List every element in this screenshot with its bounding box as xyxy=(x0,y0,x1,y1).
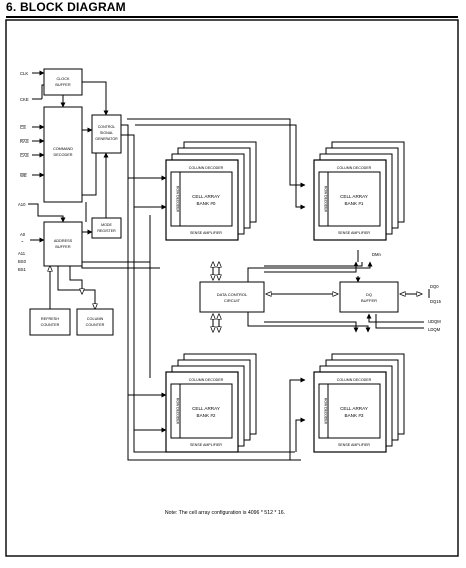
banks-layer: COLUMN DECODER SENSE AMPLIFIER ROW DECODER… xyxy=(165,141,405,453)
bank-1-sense-amplifier-label: SENSE AMPLIFIER xyxy=(338,231,370,235)
bank-0-array-box xyxy=(179,171,233,227)
refresh-counter: REFRESH COUNTER xyxy=(29,308,71,336)
bank-0-row-decoder-label: ROW DECODER xyxy=(176,186,180,213)
bank-1-column-decoder-label: COLUMN DECODER xyxy=(337,166,372,170)
signal-ldqm: LDQM xyxy=(428,327,441,332)
bank-3-row-decoder-label: ROW DECODER xyxy=(324,398,328,425)
bank-3-column-decoder-label: COLUMN DECODER xyxy=(337,378,372,382)
signal-cke: CKE xyxy=(20,97,29,102)
heading-rule xyxy=(6,16,458,18)
dq-buffer: DQ BUFFER xyxy=(339,281,399,313)
address-buffer: ADDRESS BUFFER xyxy=(43,221,83,267)
signal-ras: RAS xyxy=(20,139,29,144)
bank-1-row-decoder-label: ROW DECODER xyxy=(324,186,328,213)
column-counter: COLUMN COUNTER xyxy=(76,308,114,336)
bank-2-cell-array-label: CELL ARRAY xyxy=(192,406,220,411)
signal-bs1: BS1 xyxy=(18,267,27,272)
bank-2-name-label: BANK #2 xyxy=(197,413,216,418)
clock-buffer-label-1: CLOCK xyxy=(56,77,70,81)
signal-tilde: ~ xyxy=(21,239,24,244)
signal-a10: A10 xyxy=(18,202,26,207)
bank-0-column-decoder-label: COLUMN DECODER xyxy=(189,166,224,170)
clock-buffer: CLOCK BUFFER xyxy=(43,68,83,96)
signal-a11: A11 xyxy=(18,251,26,256)
csg-label-3: GENERATOR xyxy=(95,137,118,141)
signal-cs: CS xyxy=(20,125,26,130)
bank-3-name-label: BANK #3 xyxy=(345,413,364,418)
clock-buffer-label-2: BUFFER xyxy=(55,83,70,87)
bank-0-cell-array-label: CELL ARRAY xyxy=(192,194,220,199)
bank-1-cell-array-label: CELL ARRAY xyxy=(340,194,368,199)
control-signal-generator: CONTROL SIGNAL GENERATOR xyxy=(91,114,122,154)
command-decoder-label-1: COMMAND xyxy=(53,147,73,151)
data-pin-labels: DMn DQ0 DQ15 UDQM LDQM xyxy=(372,252,442,332)
address-buffer-label-1: ADDRESS xyxy=(54,239,73,243)
data-wires xyxy=(213,250,430,332)
address-buffer-label-2: BUFFER xyxy=(55,245,70,249)
input-signal-labels: CLK CKE CS RAS CAS WE A10 A0 ~ A11 BS0 B… xyxy=(18,71,29,272)
refresh-counter-label-2: COUNTER xyxy=(41,323,60,327)
cell-array-bank-2: COLUMN DECODER SENSE AMPLIFIER ROW DECODER… xyxy=(165,353,257,453)
bank-0-sense-amplifier-label: SENSE AMPLIFIER xyxy=(190,231,222,235)
diagram-note: Note: The cell array configuration is 40… xyxy=(165,510,285,516)
bank-2-array-box xyxy=(179,383,233,439)
signal-bs0: BS0 xyxy=(18,259,27,264)
bank-2-row-decoder-label: ROW DECODER xyxy=(176,398,180,425)
signal-cas: CAS xyxy=(20,153,29,158)
cell-array-bank-3: COLUMN DECODER SENSE AMPLIFIER ROW DECODER… xyxy=(313,353,405,453)
bank-3-array-box xyxy=(327,383,381,439)
csg-label-2: SIGNAL xyxy=(100,131,113,135)
column-counter-label-2: COUNTER xyxy=(86,323,105,327)
control-bus xyxy=(81,118,306,461)
data-control-label-2: CIRCUIT xyxy=(224,298,241,303)
bank-1-array-box xyxy=(327,171,381,227)
bank-3-cell-array-label: CELL ARRAY xyxy=(340,406,368,411)
diagram-frame xyxy=(5,19,459,557)
mode-register-label-1: MODE xyxy=(101,223,112,227)
section-heading: 6. BLOCK DIAGRAM xyxy=(6,0,126,14)
refresh-counter-label-1: REFRESH xyxy=(41,317,59,321)
command-decoder: COMMAND DECODER xyxy=(43,106,83,203)
data-control-circuit: DATA CONTROL CIRCUIT xyxy=(199,281,265,313)
dq-buffer-label-1: DQ xyxy=(366,292,372,297)
input-wires xyxy=(28,70,109,309)
mode-register-label-2: REGISTER xyxy=(97,229,116,233)
signal-clk: CLK xyxy=(20,71,28,76)
bank-0-name-label: BANK #0 xyxy=(197,201,216,206)
signal-dmn: DMn xyxy=(372,252,382,257)
data-control-label-1: DATA CONTROL xyxy=(217,292,248,297)
bank-3-sense-amplifier-label: SENSE AMPLIFIER xyxy=(338,443,370,447)
signal-a0: A0 xyxy=(20,232,26,237)
column-counter-label-1: COLUMN xyxy=(87,317,104,321)
bank-2-sense-amplifier-label: SENSE AMPLIFIER xyxy=(190,443,222,447)
bank-2-column-decoder-label: COLUMN DECODER xyxy=(189,378,224,382)
signal-udqm: UDQM xyxy=(428,319,441,324)
csg-label-1: CONTROL xyxy=(98,125,116,129)
dq-buffer-label-2: BUFFER xyxy=(361,298,377,303)
signal-we: WE xyxy=(20,173,27,178)
cell-array-bank-0: COLUMN DECODER SENSE AMPLIFIER ROW DECODER… xyxy=(165,141,257,241)
command-decoder-label-2: DECODER xyxy=(54,153,73,157)
bank-1-name-label: BANK #1 xyxy=(345,201,364,206)
cell-array-bank-1: COLUMN DECODER SENSE AMPLIFIER ROW DECODER… xyxy=(313,141,405,241)
mode-register: MODE REGISTER xyxy=(91,217,122,239)
signal-dq0: DQ0 xyxy=(430,284,439,289)
signal-dq15: DQ15 xyxy=(430,299,442,304)
